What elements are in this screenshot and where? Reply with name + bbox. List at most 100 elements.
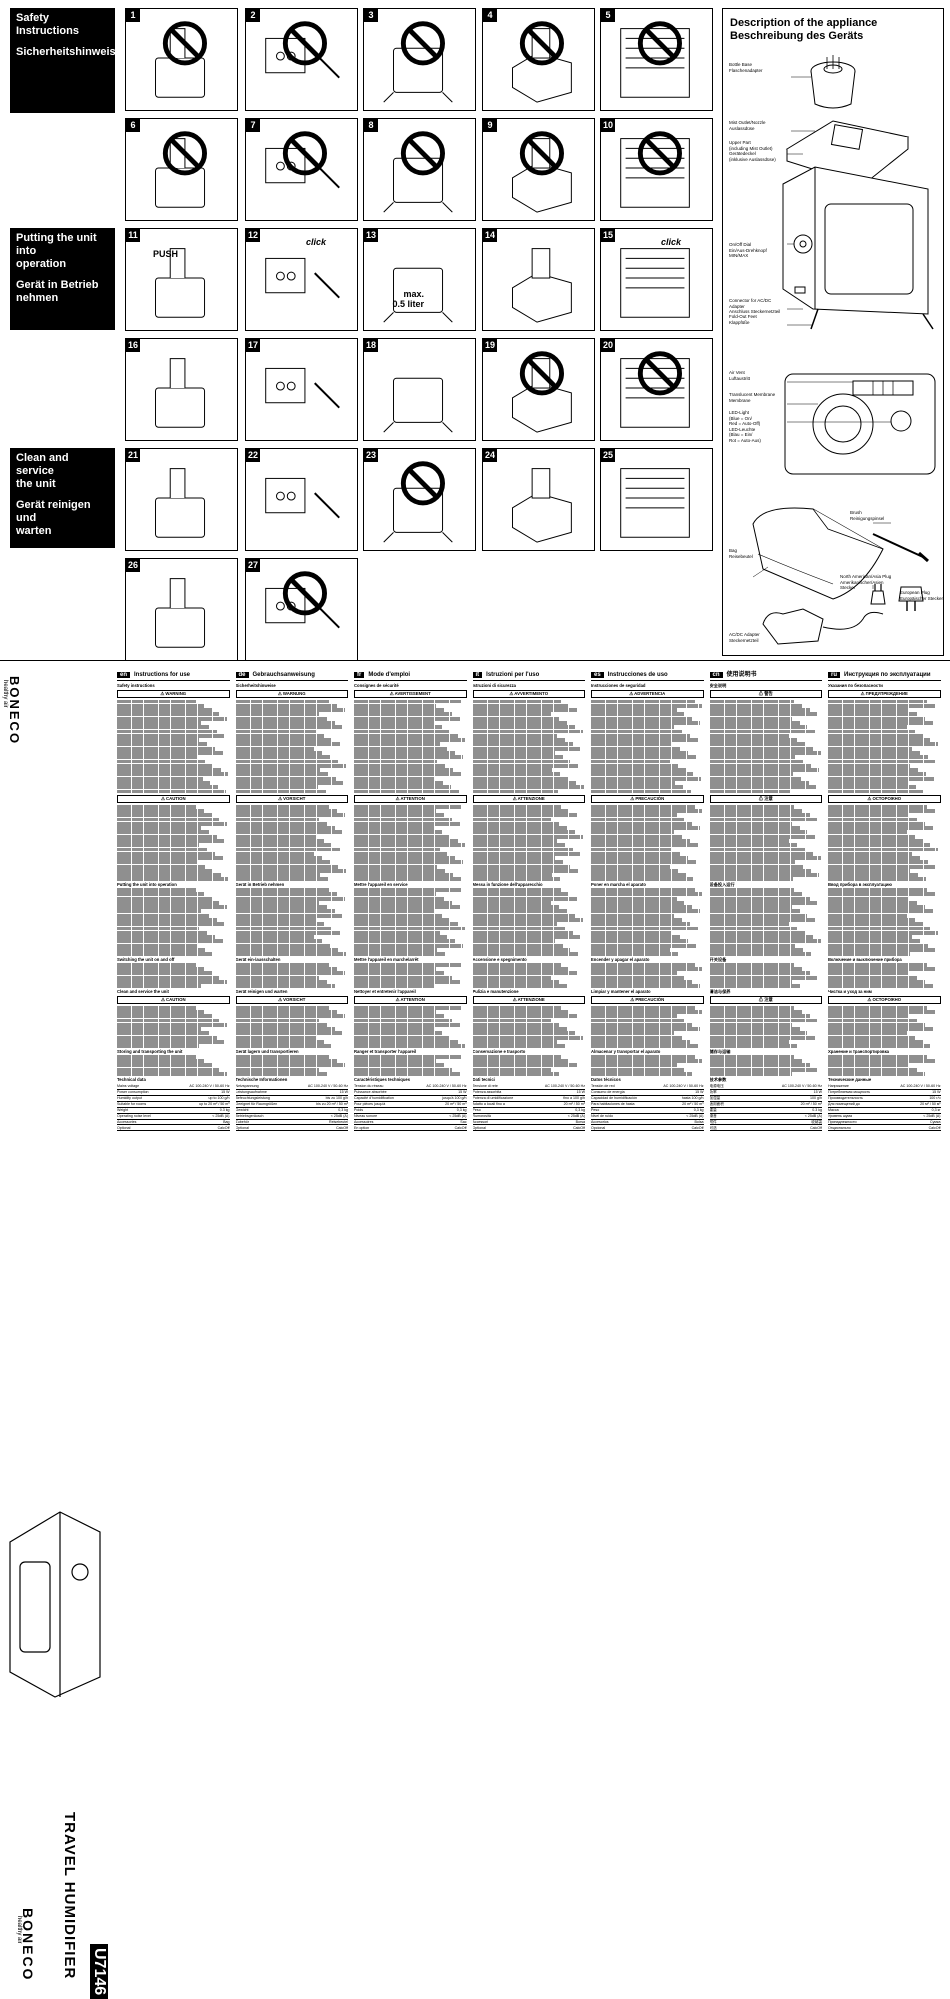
warning-box: ⚠ PRECAUCIÓN xyxy=(591,795,704,803)
subsection-heading: Хранение и транспортировка xyxy=(828,1049,889,1055)
panel-drawing xyxy=(512,131,572,213)
text-line xyxy=(591,830,675,835)
text-line xyxy=(709,821,792,826)
text-line xyxy=(354,789,459,794)
subsection-heading: Consignes de sécurité xyxy=(354,683,399,688)
text-line xyxy=(235,847,341,852)
text-line xyxy=(472,742,573,747)
warning-box: ⚠ CAUTION xyxy=(117,996,230,1004)
table-row: Niveau sonore< 25dB (A) xyxy=(354,1113,467,1120)
text-line xyxy=(354,780,443,785)
text-line xyxy=(354,888,462,892)
text-line xyxy=(709,851,813,856)
subsection-heading: Pulizia e manutenzione xyxy=(472,989,519,995)
text-line xyxy=(354,922,458,927)
text-line xyxy=(591,776,702,781)
table-cell: AC 100-240 V / 50-60 Hz xyxy=(529,1084,585,1091)
text-line xyxy=(709,873,819,878)
text-line xyxy=(354,708,444,713)
text-line xyxy=(472,725,575,730)
text-line xyxy=(828,1018,917,1023)
page-divider xyxy=(0,660,950,661)
text-line xyxy=(472,1039,557,1044)
panel-drawing xyxy=(383,131,453,213)
text-line xyxy=(472,759,571,764)
text-line xyxy=(591,860,696,865)
text-line xyxy=(472,708,578,713)
text-line xyxy=(117,939,223,944)
text-line xyxy=(472,892,570,897)
table-cell: Опционально xyxy=(828,1124,886,1132)
text-line xyxy=(117,1010,204,1014)
text-line xyxy=(235,780,344,785)
text-line xyxy=(354,1039,458,1044)
text-line xyxy=(354,772,461,777)
text-line xyxy=(709,864,803,869)
table-cell: Optional xyxy=(472,1124,530,1132)
text-line xyxy=(117,830,210,835)
brand-tagline-top: healthy air xyxy=(2,680,8,708)
text-line xyxy=(117,962,196,967)
text-line xyxy=(354,900,452,905)
text-line xyxy=(472,939,555,944)
text-line xyxy=(709,776,801,781)
text-line xyxy=(472,947,571,952)
section-title-line-de: Gerät in Betrieb xyxy=(16,279,99,291)
text-line xyxy=(354,967,437,972)
text-line xyxy=(828,703,935,708)
text-line xyxy=(354,1014,444,1019)
text-line xyxy=(828,926,931,931)
text-line xyxy=(235,763,346,768)
warning-box: ⚠ WARNUNG xyxy=(235,690,348,698)
text-line xyxy=(709,1044,798,1049)
push-note: PUSH xyxy=(153,249,179,259)
panel-number: 1 xyxy=(126,9,140,22)
text-line xyxy=(709,763,811,768)
text-line xyxy=(235,1071,327,1076)
panel-number: 21 xyxy=(126,449,140,462)
text-line xyxy=(472,918,583,922)
text-line xyxy=(235,868,346,873)
subsection-heading: Conservazione e trasporto xyxy=(472,1049,526,1055)
text-line xyxy=(117,742,207,747)
panel-number: 17 xyxy=(246,339,260,352)
text-line xyxy=(709,1039,790,1044)
text-line xyxy=(709,738,798,743)
section-title-line: the unit xyxy=(16,478,56,490)
text-line xyxy=(235,1039,325,1044)
text-line xyxy=(354,733,458,738)
text-line xyxy=(117,979,228,984)
text-line xyxy=(235,922,325,927)
text-line xyxy=(117,947,205,952)
illustration-panel: 10 xyxy=(600,118,713,221)
text-line xyxy=(709,943,795,948)
text-line xyxy=(354,935,448,940)
text-line xyxy=(117,808,204,813)
text-line xyxy=(709,1014,810,1019)
panel-number: 7 xyxy=(246,119,260,132)
text-line xyxy=(828,905,925,910)
text-line xyxy=(472,873,553,878)
text-line xyxy=(354,962,462,967)
text-line xyxy=(117,738,200,743)
product-name: TRAVEL HUMIDIFIER xyxy=(60,1812,78,1979)
appliance-description-title: Description of the appliance xyxy=(730,17,878,29)
text-line xyxy=(354,821,460,826)
text-line xyxy=(828,1071,925,1076)
column-title: Instrucciones de uso xyxy=(607,671,668,678)
table-cell: 0,3 kg xyxy=(529,1107,585,1114)
table-cell: Reisebeutel xyxy=(292,1119,348,1126)
text-line xyxy=(828,838,923,843)
text-line xyxy=(591,780,676,785)
subsection-heading: Чистка и уход за ним xyxy=(828,989,872,995)
table-cell: 15 W xyxy=(168,1089,230,1096)
text-line xyxy=(354,804,462,809)
table-cell: 20 m² / 50 m³ xyxy=(529,1101,585,1108)
